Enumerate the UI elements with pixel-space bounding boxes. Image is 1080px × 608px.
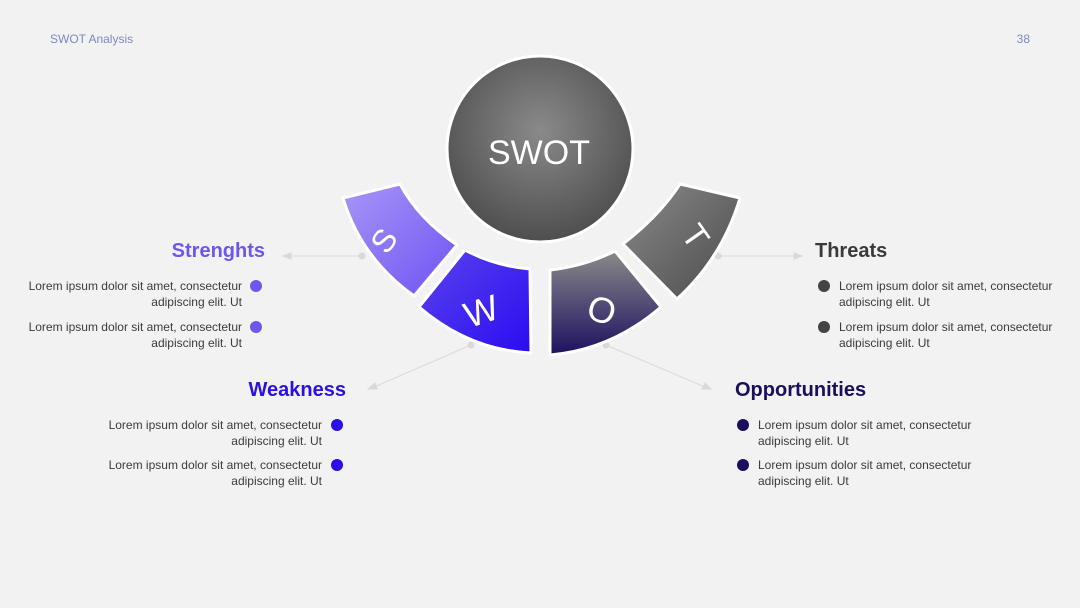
weakness-heading: Weakness bbox=[248, 379, 346, 401]
weakness-item-1: Lorem ipsum dolor sit amet, consectetur … bbox=[108, 418, 322, 448]
threats-bullet-1 bbox=[818, 280, 830, 292]
center-label: SWOT bbox=[488, 134, 590, 172]
strengths-item-1: Lorem ipsum dolor sit amet, consectetur … bbox=[28, 279, 242, 309]
strengths-bullet-2 bbox=[250, 321, 262, 333]
segment-t[interactable] bbox=[621, 182, 742, 301]
page-number: 38 bbox=[1016, 32, 1030, 46]
opportunities-bullet-2 bbox=[737, 459, 749, 471]
strengths-item-2: Lorem ipsum dolor sit amet, consectetur … bbox=[28, 320, 242, 350]
threats-item-1: Lorem ipsum dolor sit amet, consectetur … bbox=[839, 279, 1053, 309]
threats-heading: Threats bbox=[815, 240, 888, 262]
strengths-heading: Strenghts bbox=[171, 240, 265, 262]
weakness-bullet-2 bbox=[331, 459, 343, 471]
strengths-bullet-1 bbox=[250, 280, 262, 292]
weakness-connector bbox=[373, 344, 472, 388]
center-circle bbox=[445, 54, 635, 244]
segment-w[interactable] bbox=[417, 248, 533, 355]
opportunities-heading: Opportunities bbox=[735, 379, 867, 401]
opportunities-item-2: Lorem ipsum dolor sit amet, consectetur … bbox=[758, 458, 972, 488]
weakness-bullet-1 bbox=[331, 419, 343, 431]
opportunities-connector bbox=[605, 344, 706, 388]
threats-item-2: Lorem ipsum dolor sit amet, consectetur … bbox=[839, 320, 1053, 350]
threats-bullet-2 bbox=[818, 321, 830, 333]
opportunities-bullet-1 bbox=[737, 419, 749, 431]
segment-o[interactable] bbox=[548, 249, 663, 357]
weakness-item-2: Lorem ipsum dolor sit amet, consectetur … bbox=[108, 458, 322, 488]
opportunities-item-1: Lorem ipsum dolor sit amet, consectetur … bbox=[758, 418, 972, 448]
segment-s[interactable] bbox=[341, 182, 459, 298]
slide-title: SWOT Analysis bbox=[50, 32, 134, 46]
